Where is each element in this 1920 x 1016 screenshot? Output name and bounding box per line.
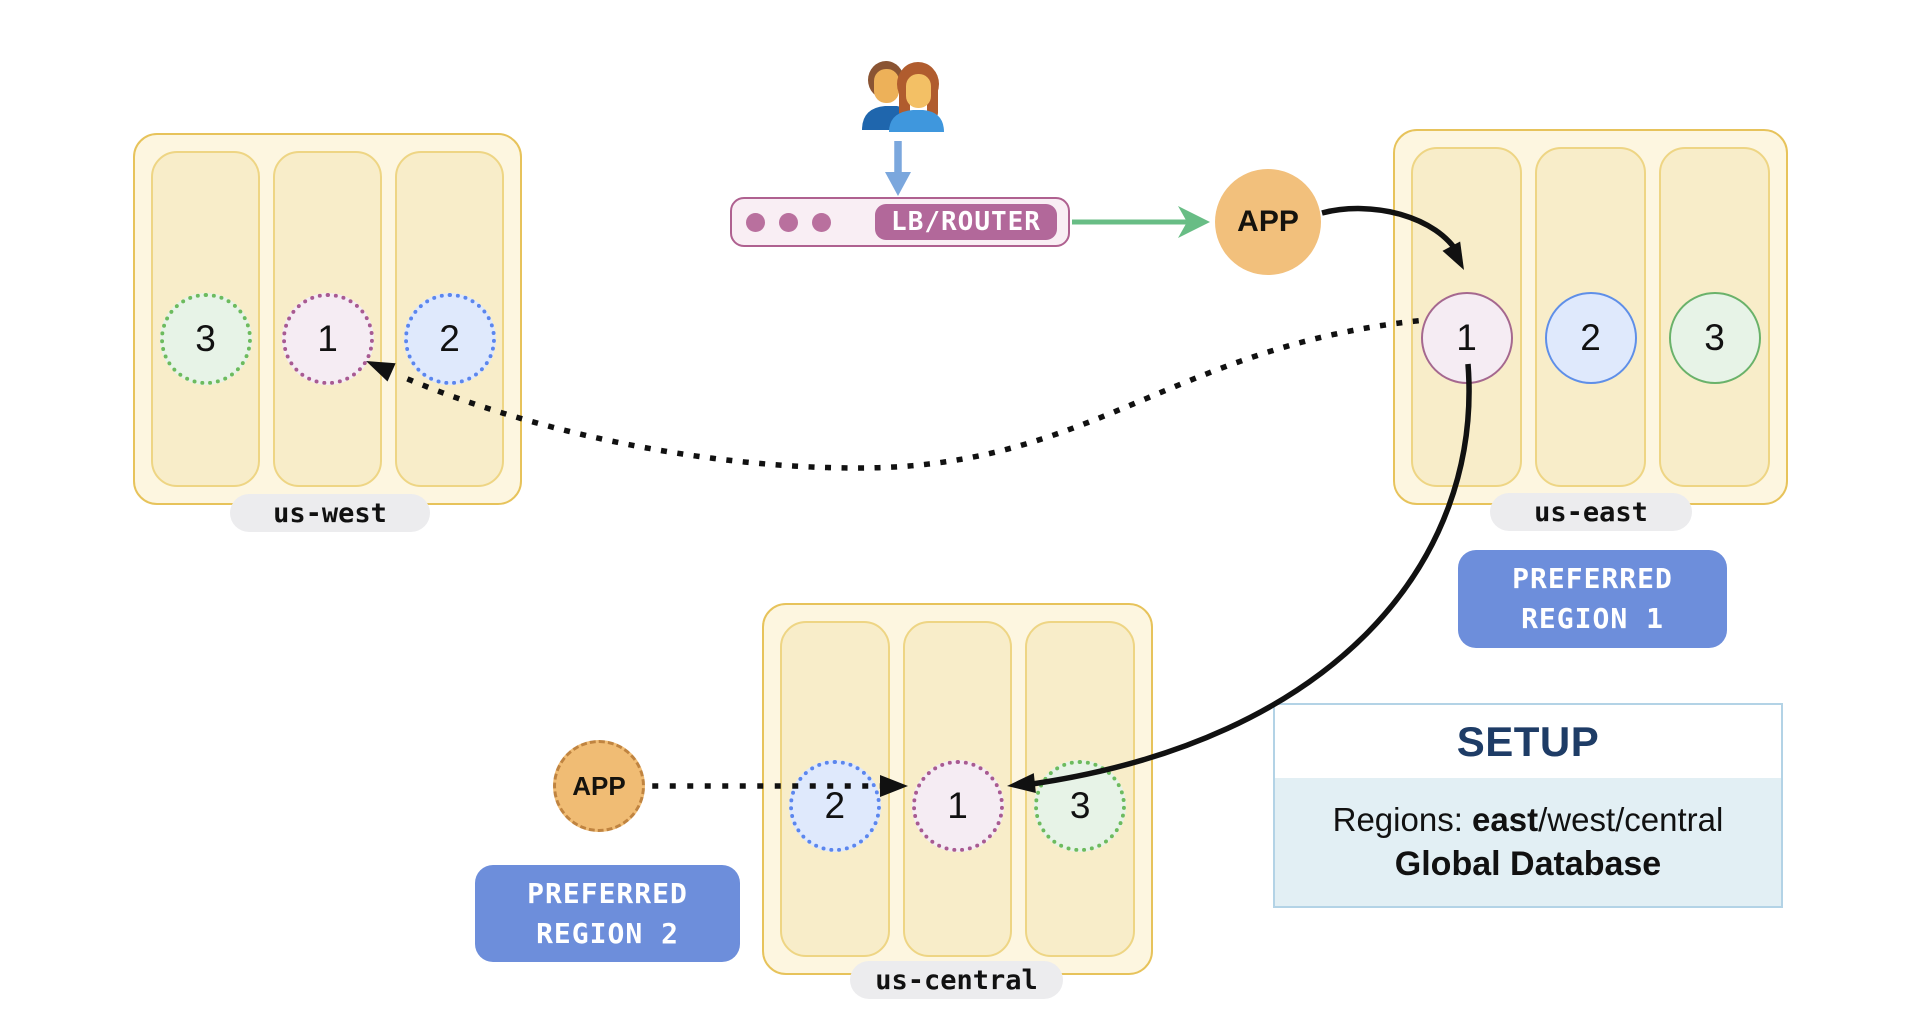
replica-circle: 3 — [159, 293, 252, 385]
users-to-lb-arrow — [885, 141, 911, 196]
setup-regions-line: Regions: east/west/central — [1332, 800, 1724, 838]
region-us-west: 3 1 2 — [133, 133, 522, 505]
region-column: 2 — [395, 151, 504, 487]
region-column: 3 — [1025, 621, 1136, 957]
region-column: 1 — [1411, 147, 1522, 487]
app-node-central-label: APP — [572, 770, 626, 801]
replica-circle: 3 — [1034, 760, 1127, 852]
app-node-east: APP — [1215, 169, 1321, 275]
region-column: 1 — [273, 151, 382, 487]
lb-dot-icon — [746, 212, 765, 232]
app-node-central: APP — [553, 740, 645, 832]
region-column: 2 — [1535, 147, 1646, 487]
replica-circle: 2 — [403, 293, 496, 385]
replica-circle: 2 — [1544, 292, 1637, 384]
region-column: 3 — [1659, 147, 1770, 487]
region-column: 1 — [902, 621, 1013, 957]
replica-circle: 1 — [1420, 292, 1513, 384]
region-label-us-central: us-central — [850, 961, 1063, 999]
region-column: 2 — [780, 621, 890, 957]
replica-circle: 3 — [1668, 292, 1761, 384]
lb-dot-icon — [812, 212, 831, 232]
region-us-east: 1 2 3 — [1393, 129, 1788, 505]
badge-preferred-region-1: PREFERRED REGION 1 — [1458, 550, 1727, 648]
setup-title: SETUP — [1456, 717, 1600, 765]
setup-subtitle: Global Database — [1394, 844, 1662, 883]
app-node-east-label: APP — [1237, 205, 1299, 238]
replica-circle: 1 — [911, 760, 1004, 852]
lb-router: LB/ROUTER — [730, 197, 1070, 247]
lb-router-label: LB/ROUTER — [875, 204, 1057, 240]
region-column: 3 — [151, 151, 260, 487]
setup-body: Regions: east/west/central Global Databa… — [1275, 778, 1781, 906]
replica-circle: 2 — [788, 760, 881, 852]
region-us-central: 2 1 3 — [762, 603, 1153, 975]
region-label-us-west: us-west — [230, 494, 430, 532]
badge-preferred-region-2: PREFERRED REGION 2 — [475, 865, 740, 962]
region-label-us-east: us-east — [1490, 493, 1692, 531]
users-icon — [862, 61, 944, 132]
setup-panel: SETUP Regions: east/west/central Global … — [1273, 703, 1783, 908]
lb-to-app-arrow — [1072, 206, 1210, 238]
replica-circle: 1 — [281, 293, 374, 385]
lb-dot-icon — [779, 212, 798, 232]
